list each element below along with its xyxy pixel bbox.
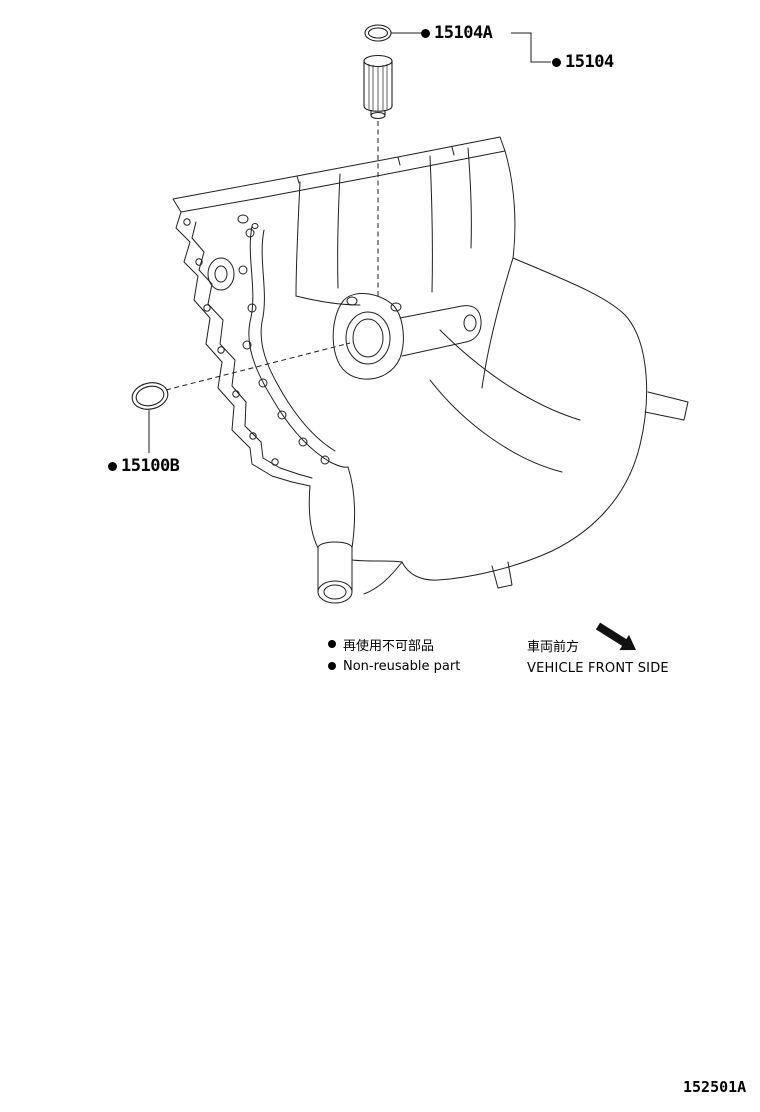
part-label-15100b: 15100B	[108, 456, 180, 476]
part-number: 15104	[565, 52, 614, 72]
engine-line-art	[172, 136, 689, 604]
o-ring-15100b	[131, 382, 169, 410]
vehicle-front-en: VEHICLE FRONT SIDE	[527, 661, 669, 676]
front-direction-arrow-icon	[595, 622, 636, 651]
part-label-15104a: 15104A	[421, 23, 493, 43]
legend-row-en: Non-reusable part	[328, 655, 460, 677]
non-reusable-bullet-icon	[328, 640, 336, 648]
legend-row-jp: 再使用不可部品	[328, 633, 460, 655]
part-number: 15104A	[434, 23, 493, 43]
non-reusable-bullet-icon	[108, 461, 117, 471]
vehicle-front-jp: 車両前方	[527, 640, 580, 655]
oil-strainer-part	[363, 54, 393, 120]
legend-text-jp: 再使用不可部品	[343, 638, 435, 654]
legend-text-en: Non-reusable part	[343, 658, 461, 674]
drawing-code: 152501A	[683, 1078, 747, 1096]
non-reusable-bullet-icon	[552, 57, 561, 67]
vehicle-front-note: 車両前方 VEHICLE FRONT SIDE	[527, 637, 669, 679]
part-number: 15100B	[121, 456, 180, 476]
o-ring-15104a	[364, 24, 392, 42]
non-reusable-bullet-icon	[421, 28, 430, 38]
legend: 再使用不可部品 Non-reusable part	[328, 633, 460, 677]
part-label-15104: 15104	[552, 52, 614, 72]
non-reusable-bullet-icon	[328, 662, 336, 670]
leader-lines	[148, 32, 551, 453]
